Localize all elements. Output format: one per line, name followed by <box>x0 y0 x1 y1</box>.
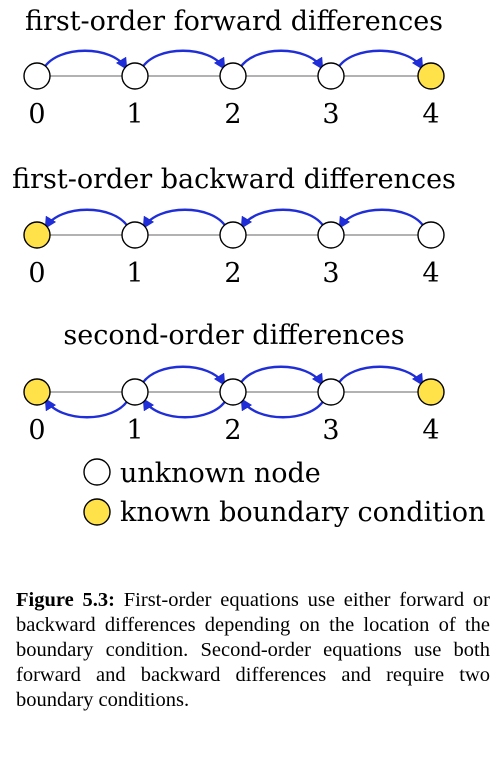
node-label-0: 0 <box>28 99 45 130</box>
arrow-bottom-1-to-0 <box>44 397 130 419</box>
arrow-top-2-to-1 <box>142 208 228 230</box>
arrow-top-2-to-3 <box>238 49 324 71</box>
node-label-2: 2 <box>224 99 241 130</box>
node-label-1: 1 <box>126 99 143 130</box>
node-label-0: 0 <box>28 415 45 446</box>
legend-known-boundary-swatch <box>83 498 111 526</box>
panel-title-forward: first-order forward differences <box>25 6 443 37</box>
legend-unknown-node-swatch <box>83 458 111 486</box>
legend-unknown-node-label: unknown node <box>120 458 321 489</box>
known-node-4 <box>417 62 445 90</box>
caption-text: First-order equations use either forward… <box>16 589 491 711</box>
known-node-0 <box>23 221 51 249</box>
unknown-node-3 <box>317 221 345 249</box>
unknown-node-3 <box>317 62 345 90</box>
known-node-0 <box>23 378 51 406</box>
unknown-node-1 <box>121 62 149 90</box>
figure-caption: Figure 5.3: First-order equations use ei… <box>16 588 490 713</box>
node-label-group: 0 1 2 3 4 <box>28 258 439 289</box>
difference-diagram: first-order forward differences 0 1 2 3 4 fi… <box>12 6 485 528</box>
arrow-top-3-to-4 <box>336 49 424 71</box>
node-label-group: 0 1 2 3 4 <box>28 99 439 130</box>
panel-forward-differences: first-order forward differences 0 1 2 3 4 <box>23 6 445 130</box>
node-label-3: 3 <box>322 258 339 289</box>
unknown-node-2 <box>219 62 247 90</box>
arrow-bottom-3-to-2 <box>240 397 326 419</box>
node-group <box>23 378 445 406</box>
node-group <box>23 221 445 249</box>
panel-backward-differences: first-order backward differences 0 1 2 3 4 <box>12 164 456 289</box>
unknown-node-4 <box>417 221 445 249</box>
arrow-top-4-to-3 <box>338 208 426 230</box>
known-node-4 <box>417 378 445 406</box>
legend: unknown node known boundary condition <box>83 458 485 528</box>
node-label-4: 4 <box>422 415 439 446</box>
arrow-bottom-2-to-1 <box>142 397 228 419</box>
arrow-top-2-to-3 <box>238 365 324 387</box>
node-label-0: 0 <box>28 258 45 289</box>
arrow-group <box>44 208 426 230</box>
node-label-2: 2 <box>224 415 241 446</box>
arrow-top-1-to-0 <box>44 208 130 230</box>
node-label-4: 4 <box>422 258 439 289</box>
unknown-node-1 <box>121 378 149 406</box>
panel-title-second-order: second-order differences <box>63 320 404 351</box>
arrow-group <box>44 365 424 419</box>
node-group <box>23 62 445 90</box>
node-label-3: 3 <box>322 415 339 446</box>
panel-second-order-differences: second-order differences 0 1 2 3 4 <box>23 320 445 446</box>
unknown-node-2 <box>219 378 247 406</box>
unknown-node-1 <box>121 221 149 249</box>
arrow-top-3-to-4 <box>336 365 424 387</box>
node-label-2: 2 <box>224 258 241 289</box>
arrow-top-3-to-2 <box>240 208 326 230</box>
unknown-node-3 <box>317 378 345 406</box>
arrow-group <box>42 49 424 71</box>
node-label-3: 3 <box>322 99 339 130</box>
node-label-1: 1 <box>126 258 143 289</box>
caption-label: Figure 5.3: <box>16 589 115 611</box>
node-label-1: 1 <box>126 415 143 446</box>
arrow-top-1-to-2 <box>140 49 226 71</box>
unknown-node-0 <box>23 62 51 90</box>
unknown-node-2 <box>219 221 247 249</box>
node-label-4: 4 <box>422 99 439 130</box>
arrow-top-1-to-2 <box>140 365 226 387</box>
panel-title-backward: first-order backward differences <box>12 164 456 195</box>
arrow-top-0-to-1 <box>42 49 128 71</box>
node-label-group: 0 1 2 3 4 <box>28 415 439 446</box>
legend-known-boundary-label: known boundary condition <box>120 497 485 528</box>
